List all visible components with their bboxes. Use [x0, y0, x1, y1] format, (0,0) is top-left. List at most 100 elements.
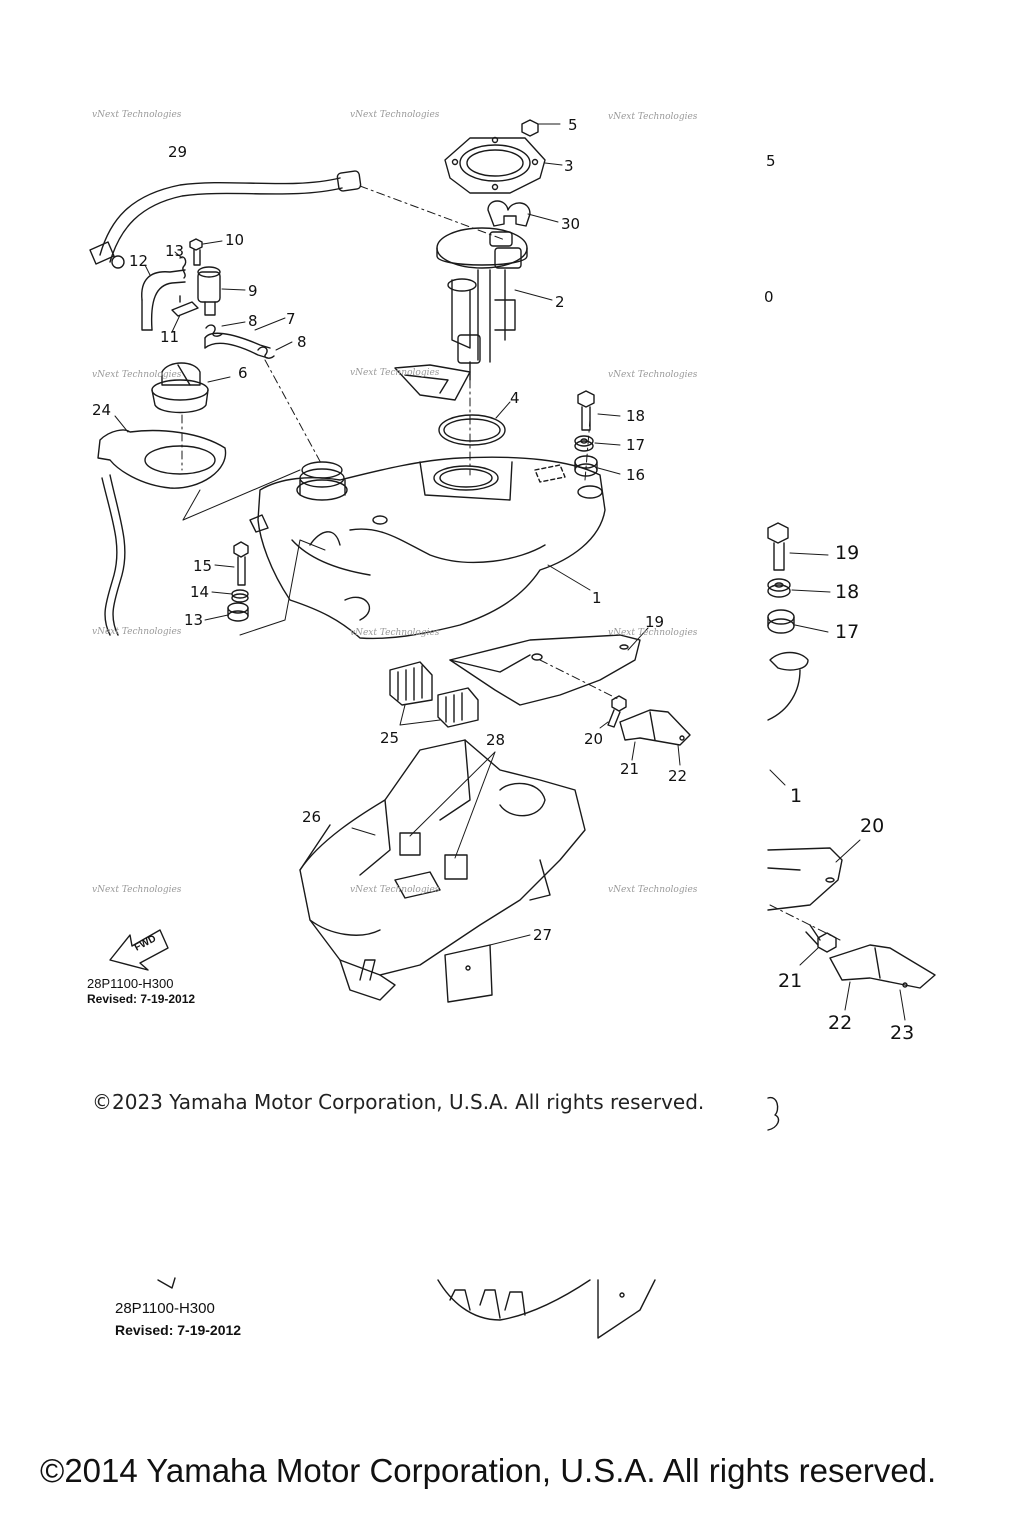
callout-6: 6 — [238, 364, 248, 382]
watermark: vNext Technologies — [92, 885, 182, 895]
revised-date-zoom: Revised: 7-19-2012 — [115, 1322, 242, 1338]
damper-25b — [437, 687, 479, 728]
callout-2: 2 — [555, 293, 565, 311]
zoom-bolt-19 — [767, 522, 789, 571]
callout-16: 15 — [193, 557, 213, 575]
zoom-parts-22-23 — [829, 944, 936, 989]
clamp-8b — [257, 346, 275, 359]
under-tray-26 — [299, 739, 586, 1001]
zoom-washer-18 — [767, 578, 791, 598]
zoom-callout-21: 21 — [778, 970, 803, 992]
clip-13 — [179, 256, 187, 279]
nut-5 — [521, 119, 539, 137]
callout-1: 1 — [592, 589, 602, 607]
watermark: vNext Technologies — [350, 110, 440, 120]
callout-19: 18 — [626, 407, 646, 425]
washer-15 — [231, 589, 249, 603]
watermark: vNext Technologies — [608, 112, 698, 122]
bolt-21 — [607, 695, 627, 728]
watermark: vNext Technologies — [92, 110, 182, 120]
callout-30: 30 — [561, 215, 581, 233]
cover-20 — [449, 634, 641, 706]
part-code-zoom: 28P1100-H300 — [115, 1300, 215, 1317]
callout-10: 10 — [225, 231, 245, 249]
filler-cap-6 — [151, 362, 209, 414]
callout-13: 13 — [165, 242, 185, 260]
valve-9 — [197, 266, 221, 316]
callout-29: 29 — [168, 143, 188, 161]
callout-12: 12 — [129, 252, 149, 270]
zoom-callout-19: 19 — [835, 542, 860, 564]
tray-24 — [97, 429, 227, 636]
revised-date: Revised: 7-19-2012 — [87, 992, 196, 1006]
parts-22-23 — [619, 709, 691, 746]
callout-20: 19 — [645, 613, 665, 631]
callout-15: 14 — [190, 583, 210, 601]
zoom-callout-1: 1 — [790, 785, 803, 807]
clamp-30 — [487, 200, 531, 227]
zoom-callout-18: 18 — [835, 581, 860, 603]
clamp-8 — [205, 324, 223, 337]
callout-partial-5: 5 — [766, 152, 776, 170]
watermark: vNext Technologies — [350, 628, 440, 638]
callout-11: 11 — [160, 328, 180, 346]
watermark: vNext Technologies — [350, 368, 440, 378]
watermark: vNext Technologies — [92, 370, 182, 380]
callout-14: 13 — [184, 611, 204, 629]
callout-27: 27 — [533, 926, 553, 944]
fwd-arrow-icon — [109, 929, 169, 971]
watermark: vNext Technologies — [350, 885, 440, 895]
callout-17: 16 — [626, 466, 646, 484]
callout-21: 20 — [584, 730, 604, 748]
zoom-bolt-21 — [805, 924, 837, 953]
callout-5: 5 — [568, 116, 578, 134]
callout-26: 26 — [302, 808, 322, 826]
washer-18 — [574, 435, 594, 452]
callout-8b: 8 — [297, 333, 307, 351]
watermark: vNext Technologies — [608, 628, 698, 638]
zoom-callout-17: 17 — [835, 621, 860, 643]
damper-25a — [389, 661, 433, 706]
callout-22: 21 — [620, 760, 640, 778]
fuel-pump-2 — [394, 227, 528, 401]
zoom-callout-23: 23 — [890, 1022, 915, 1044]
copyright-big: ©2014 Yamaha Motor Corporation, U.S.A. A… — [40, 1452, 937, 1489]
grommet-14 — [227, 602, 249, 622]
callout-23: 22 — [668, 767, 688, 785]
bolt-10 — [189, 238, 203, 266]
callout-24: 24 — [92, 401, 112, 419]
copyright-small: ©2023 Yamaha Motor Corporation, U.S.A. A… — [92, 1090, 705, 1114]
callout-9: 9 — [248, 282, 258, 300]
bolt-16 — [233, 541, 249, 586]
callout-18: 17 — [626, 436, 646, 454]
zoom-callout-22: 22 — [828, 1012, 853, 1034]
watermark: vNext Technologies — [608, 885, 698, 895]
hose-7 — [204, 332, 271, 359]
part-code: 28P1100-H300 — [87, 976, 174, 991]
callout-partial-0: 0 — [764, 288, 774, 306]
bracket-11 — [171, 295, 199, 317]
label-27 — [444, 944, 493, 1003]
breather-hose-29 — [89, 170, 362, 269]
callout-25: 25 — [380, 729, 400, 747]
bolt-19 — [577, 390, 595, 431]
callout-8a: 8 — [248, 312, 258, 330]
zoom-cover-20 — [767, 847, 843, 911]
fuel-tank-1 — [249, 456, 606, 640]
oring-4 — [438, 414, 506, 446]
zoom-callout-20: 20 — [860, 815, 885, 837]
grommet-17 — [574, 455, 598, 477]
callout-4: 4 — [510, 389, 520, 407]
zoom-tray-fragment — [437, 1279, 591, 1321]
callout-7: 7 — [286, 310, 296, 328]
watermark: vNext Technologies — [92, 627, 182, 637]
pump-cover-3 — [444, 136, 546, 194]
callout-28: 28 — [486, 731, 506, 749]
zoom-label-fragment — [597, 1279, 656, 1339]
hose-12 — [141, 269, 186, 331]
watermark: vNext Technologies — [608, 370, 698, 380]
callout-3: 3 — [564, 157, 574, 175]
zoom-fwd-fragment — [157, 1277, 176, 1289]
zoom-grommet-17 — [767, 609, 795, 634]
